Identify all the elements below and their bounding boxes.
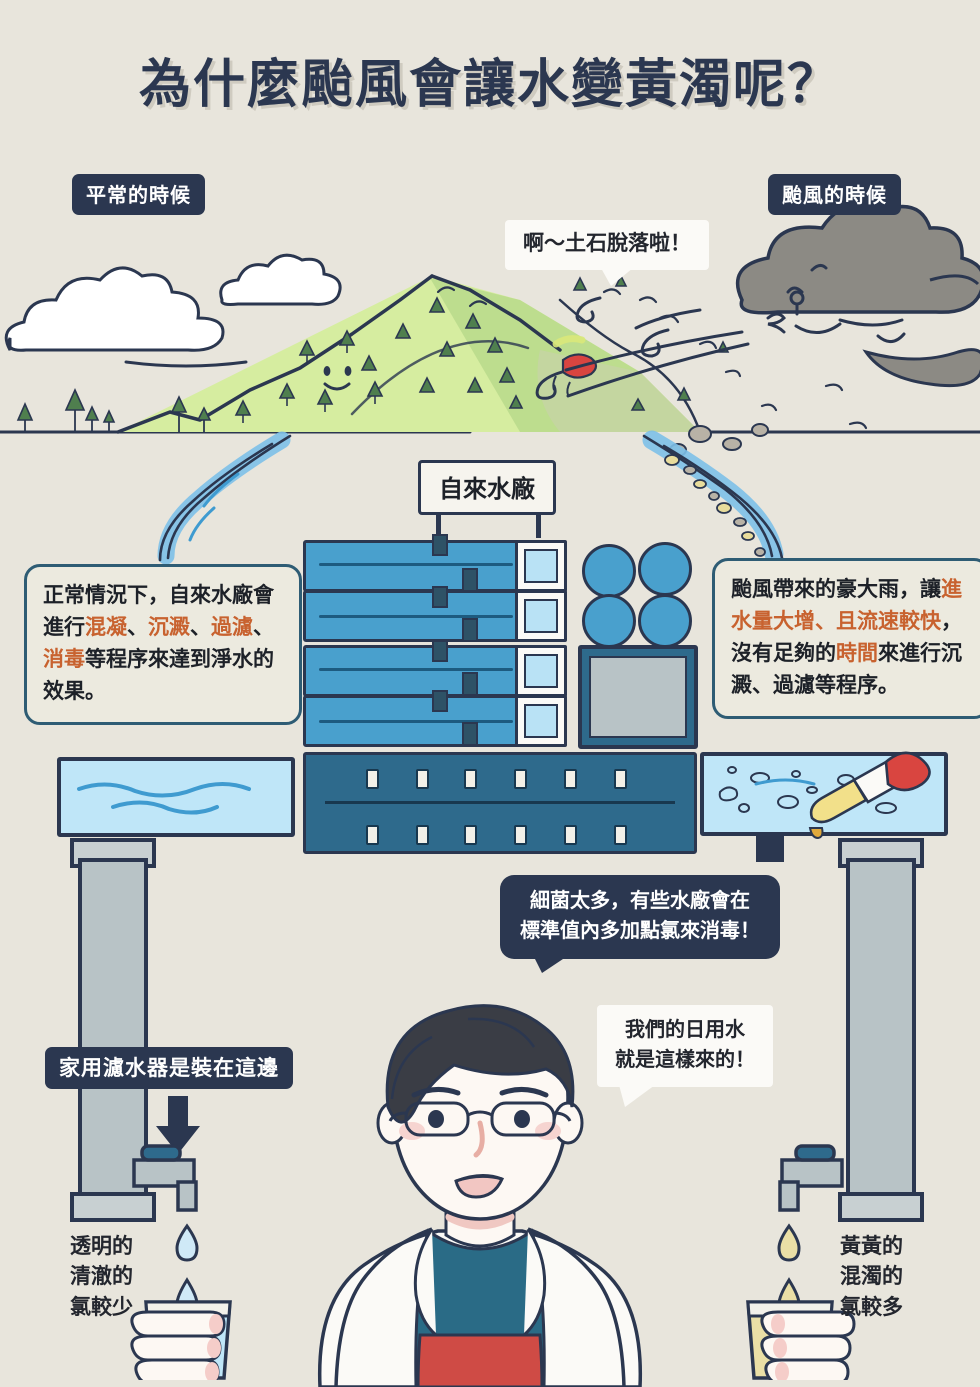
water-drop-1 (777, 1223, 801, 1262)
sedimentation-basin-1 (303, 540, 529, 592)
speech-bubble-daily-line2: 就是這樣來的！ (615, 1049, 755, 1071)
basin-gate-1 (432, 534, 448, 556)
speech-bubble-landslide: 啊～土石脫落啦！ (505, 220, 709, 287)
basin-outlet-4 (515, 695, 567, 747)
down-arrow (156, 1096, 200, 1154)
right-faucet (778, 1144, 844, 1212)
clarifier-tank-4 (638, 594, 692, 648)
water-drop-1 (175, 1223, 199, 1262)
speech-bubble-daily-line1: 我們的日用水 (625, 1019, 745, 1041)
clean-water-tank (57, 757, 295, 837)
water-plant-sign-label: 自來水廠 (418, 460, 556, 515)
right-pipe-base (838, 1192, 924, 1222)
turbid-water-tank (700, 751, 948, 840)
basin-outlet-2 (515, 590, 567, 642)
mountain-face (323, 366, 352, 391)
infobox-typhoon-effect: 颱風帶來的豪大雨，讓進水量大增、且流速較快，沒有足夠的時間來進行沉澱、過濾等程序… (712, 558, 980, 719)
glasses (388, 1101, 572, 1137)
basin-gate-2 (432, 586, 448, 608)
typhoon-cloud (736, 203, 980, 388)
speech-bubble-chlorine-line1: 細菌太多，有些水廠會在 (530, 890, 750, 912)
label-typhoon-time: 颱風的時候 (768, 174, 901, 215)
left-faucet (132, 1144, 198, 1212)
filter-basin (303, 752, 697, 854)
caption-clean-water: 透明的清澈的氯較少 (70, 1235, 133, 1319)
grey-settling-tank (578, 645, 698, 749)
left-hand (130, 1310, 226, 1380)
basin-gate-4b (462, 722, 478, 746)
basin-gate-2b (462, 618, 478, 642)
page-title: 為什麼颱風會讓水變黃濁呢？ (138, 55, 841, 115)
treatment-plant (57, 534, 948, 854)
basin-outlet-3 (515, 645, 567, 697)
basin-outlet-1 (515, 540, 567, 592)
right-hand (760, 1310, 856, 1380)
speech-bubble-daily-water: 我們的日用水 就是這樣來的！ (597, 1005, 773, 1107)
left-faucet-and-glass (130, 1144, 232, 1380)
left-pipe (78, 858, 148, 1202)
caption-turbid-water: 黃黃的混濁的氯較多 (840, 1235, 903, 1319)
right-pipe (846, 858, 916, 1202)
basin-gate-3 (432, 640, 448, 662)
speech-bubble-chlorine-line2: 標準值內多加點氯來消毒！ (520, 920, 760, 942)
label-normal-time: 平常的時候 (72, 174, 205, 215)
scientist-character (317, 1004, 643, 1387)
basin-gate-3b (462, 672, 478, 696)
basin-gate-4 (432, 690, 448, 712)
clarifier-tank-2 (638, 542, 692, 596)
right-faucet-and-glass (746, 1144, 856, 1380)
left-pipe-base (70, 1192, 156, 1222)
chlorine-dropper (808, 751, 931, 840)
clarifier-tank-1 (582, 544, 636, 598)
sedimentation-basin-4 (303, 695, 529, 747)
infobox-normal-process: 正常情況下，自來水廠會進行混凝、沉澱、過濾、消毒等程序來達到淨水的效果。 (24, 564, 302, 725)
label-home-filter: 家用濾水器是裝在這邊 (45, 1047, 293, 1089)
clarifier-tank-3 (582, 594, 636, 648)
basin-gate-1b (462, 568, 478, 592)
sedimentation-basin-2 (303, 590, 529, 642)
sedimentation-basin-3 (303, 645, 529, 697)
speech-bubble-chlorine: 細菌太多，有些水廠會在 標準值內多加點氯來消毒！ (500, 875, 780, 973)
